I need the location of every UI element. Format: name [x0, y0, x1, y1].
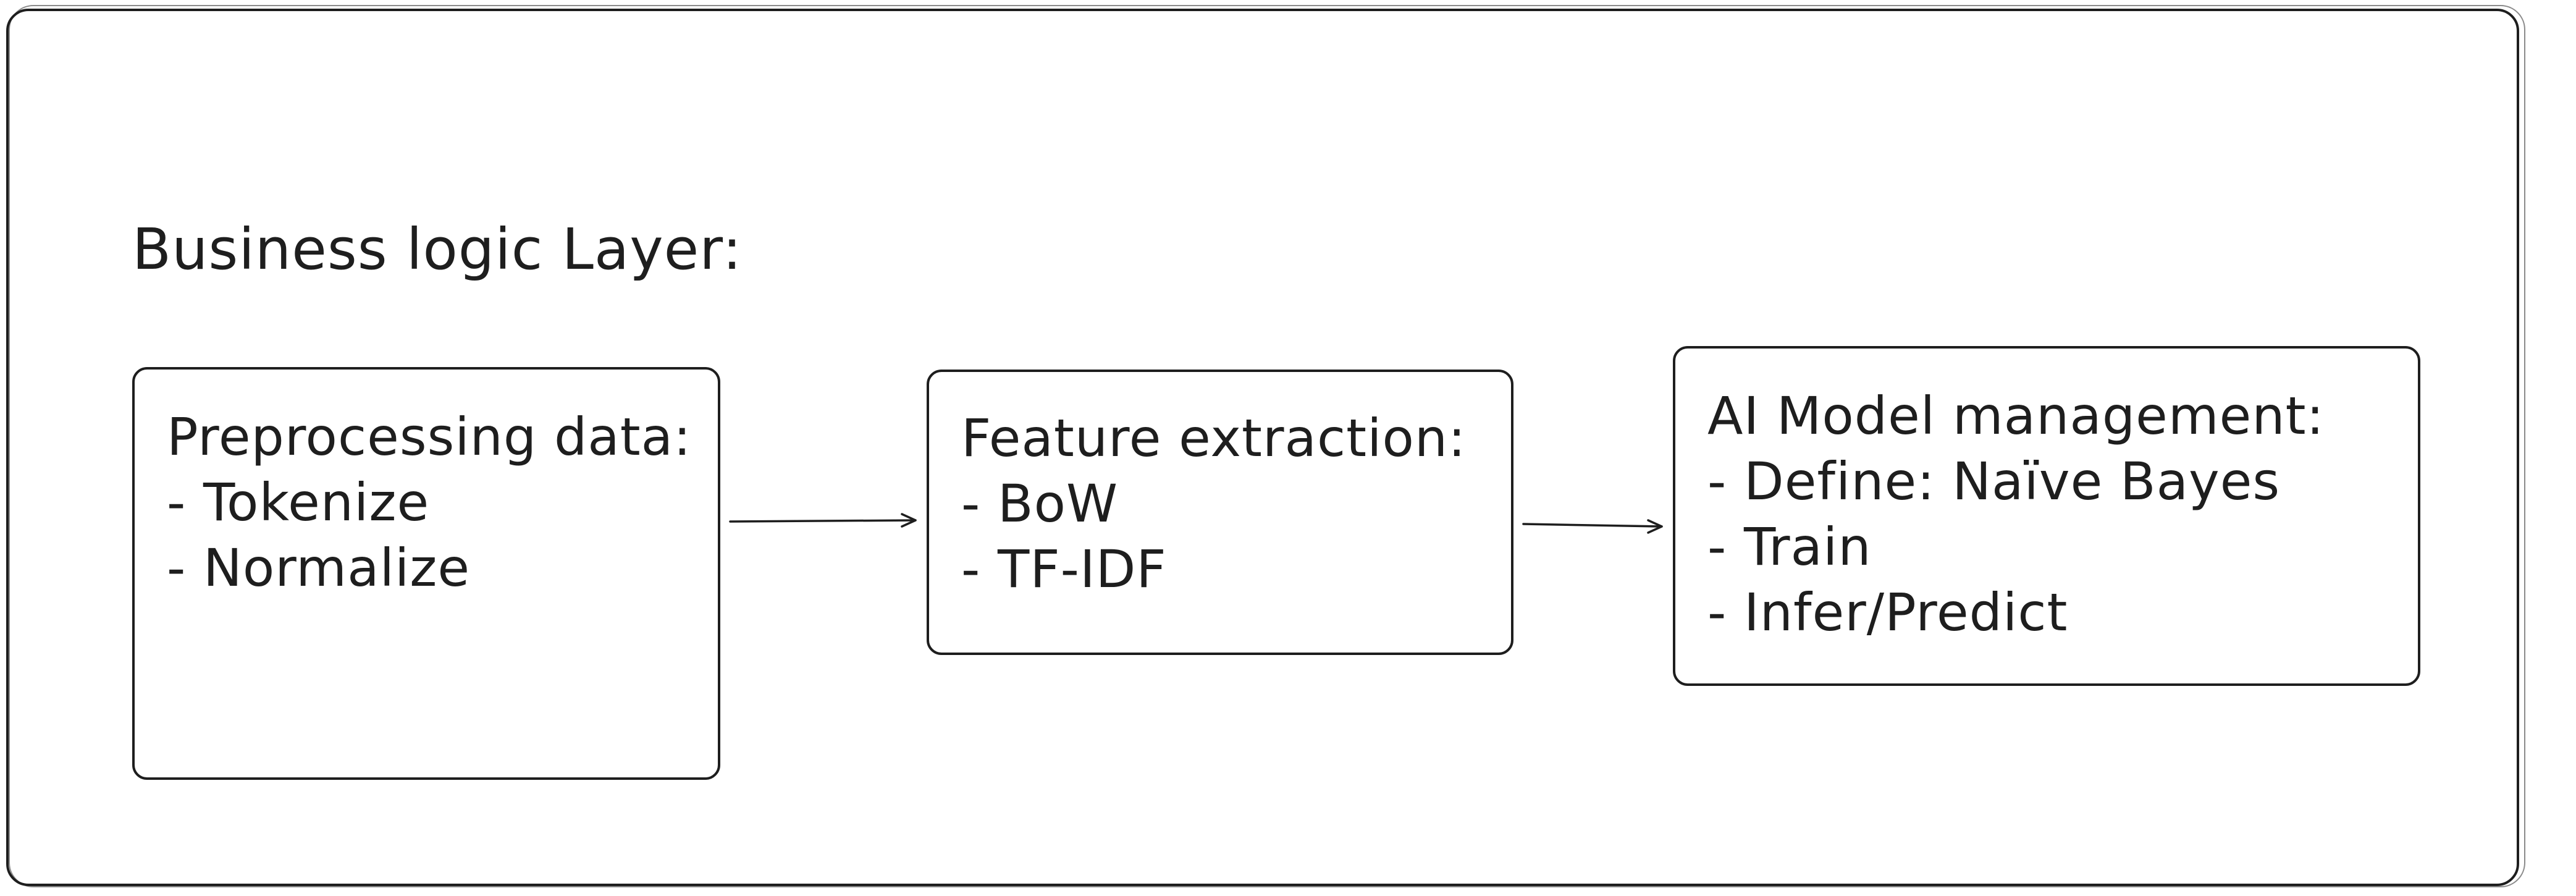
outer-frame	[6, 9, 2519, 886]
preprocessing-box: Preprocessing data: - Tokenize - Normali…	[132, 367, 720, 780]
layer-title: Business logic Layer:	[132, 216, 743, 282]
feature-extraction-box: Feature extraction: - BoW - TF-IDF	[927, 370, 1513, 655]
ai-model-item-infer: - Infer/Predict	[1707, 582, 2068, 643]
preprocessing-item-tokenize: - Tokenize	[167, 472, 430, 533]
feature-item-bow: - BoW	[961, 473, 1119, 534]
outer-frame-sketch-stroke	[9, 5, 2525, 887]
feature-extraction-heading: Feature extraction:	[961, 408, 1467, 468]
preprocessing-item-normalize: - Normalize	[167, 538, 471, 598]
feature-item-tfidf: - TF-IDF	[961, 539, 1167, 599]
ai-model-management-box: AI Model management: - Define: Naïve Bay…	[1673, 346, 2420, 686]
ai-model-item-define: - Define: Naïve Bayes	[1707, 451, 2281, 512]
ai-model-item-train: - Train	[1707, 517, 1872, 577]
preprocessing-heading: Preprocessing data:	[167, 407, 692, 467]
ai-model-heading: AI Model management:	[1707, 386, 2325, 446]
